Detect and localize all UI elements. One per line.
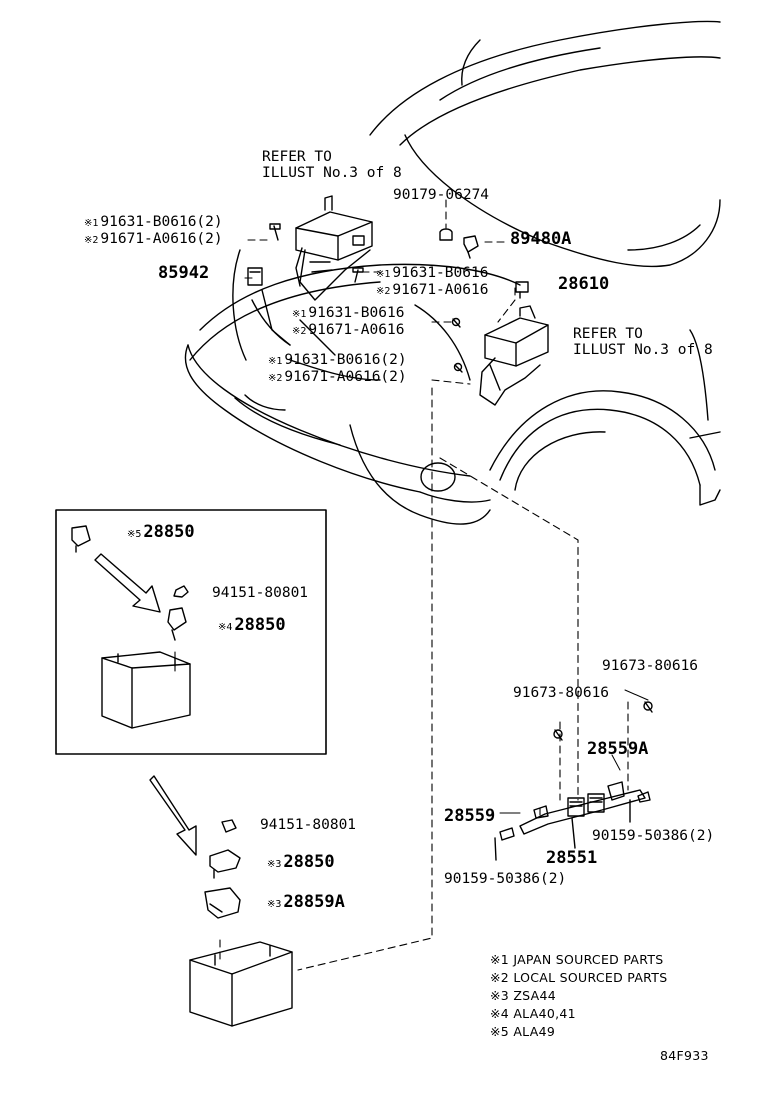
fasteners: [247, 223, 529, 373]
part-number-85942: 85942: [158, 263, 210, 283]
inset-parts: [71, 525, 191, 729]
leader-ticks: [499, 689, 649, 814]
legend-item-local-sourced: ※2 LOCAL SOURCED PARTS: [490, 970, 668, 985]
part-number-90179-06274: 90179-06274: [393, 187, 490, 203]
part-number-90159-50386-2-left: 90159-50386(2): [444, 871, 567, 887]
part-number-89480a: 89480A: [510, 229, 572, 249]
leader-lines: [174, 199, 629, 971]
part-number-28559a: 28559A: [587, 739, 649, 759]
part-number-90159-50386-2-right: 90159-50386(2): [592, 828, 715, 844]
illust-reference-right: ILLUST No.3 of 8: [573, 342, 713, 358]
illust-reference-upper: ILLUST No.3 of 8: [262, 165, 402, 181]
refer-to-label-upper: REFER TO: [262, 149, 332, 165]
part-number-91673-80616-right: 91673-80616: [602, 658, 699, 674]
hollow-arrows: [94, 553, 197, 856]
legend-item-japan-sourced: ※1 JAPAN SOURCED PARTS: [490, 952, 664, 967]
vehicle-outline: [184, 20, 721, 525]
legend-item-ala40-41: ※4 ALA40,41: [490, 1006, 576, 1021]
relay-block-right: [479, 305, 549, 406]
figure-code: 84F933: [660, 1048, 709, 1063]
part-number-28551: 28551: [546, 848, 598, 868]
part-number-28610: 28610: [558, 274, 610, 294]
part-number-94151-80801-inset: 94151-80801: [212, 585, 309, 601]
part-number-91673-80616-left: 91673-80616: [513, 685, 610, 701]
inset-frame: [55, 509, 327, 755]
part-number-28559: 28559: [444, 806, 496, 826]
refer-to-label-right: REFER TO: [573, 326, 643, 342]
legend-item-zsa44: ※3 ZSA44: [490, 988, 556, 1003]
part-number-94151-80801-lower: 94151-80801: [260, 817, 357, 833]
fusible-link-assembly: [494, 701, 653, 861]
legend-item-ala49: ※5 ALA49: [490, 1024, 556, 1039]
relay-block-upper: [295, 195, 373, 301]
lower-battery-assembly: [189, 819, 293, 1027]
